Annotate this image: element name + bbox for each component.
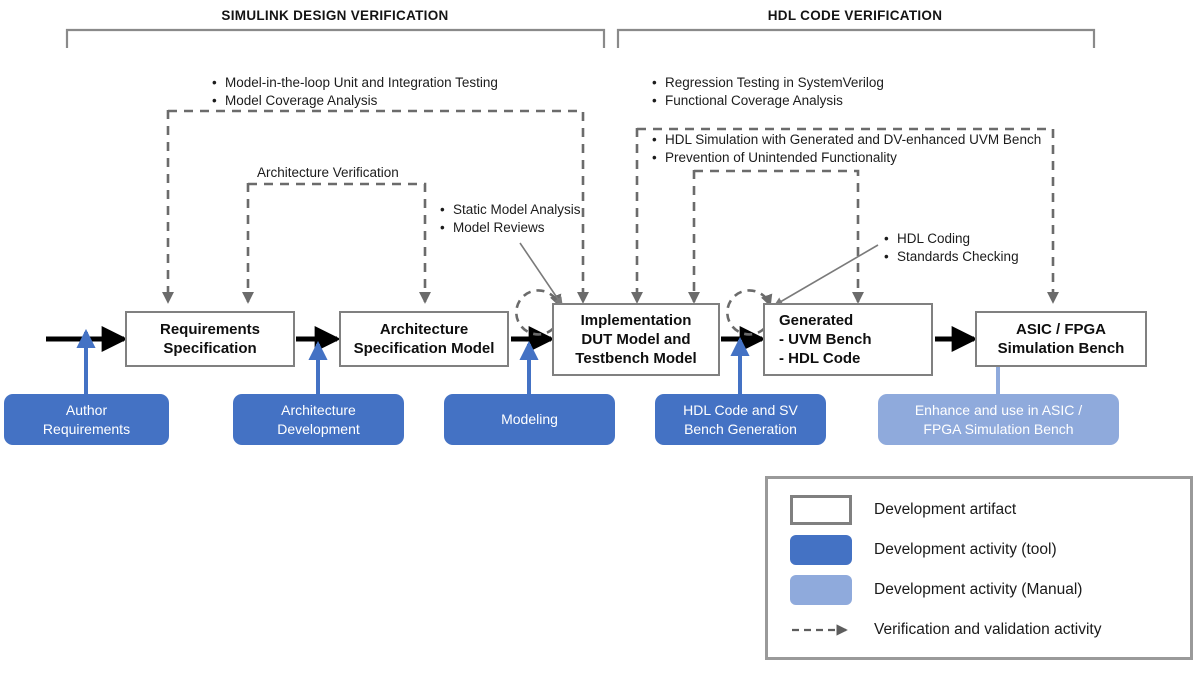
activity-author-requirements[interactable]: Author Requirements — [4, 394, 169, 445]
legend-swatch-artifact-box — [790, 495, 852, 525]
artifact-requirements-specification[interactable]: Requirements Specification — [125, 311, 295, 367]
legend-row-development-activity-tool: Development activity (tool) — [790, 535, 1057, 565]
artifact-line: ASIC / FPGA — [1015, 321, 1106, 338]
activity-enhance-and-use-in-asic-fpga[interactable]: Enhance and use in ASIC / FPGA Simulatio… — [878, 394, 1119, 445]
artifact-generated[interactable]: Generated - UVM Bench - HDL Code — [763, 303, 933, 376]
leader-hdl-coding — [773, 244, 879, 306]
activity-line: Bench Generation — [684, 420, 797, 437]
legend-row-verification-activity: Verification and validation activity — [790, 615, 1101, 645]
artifact-line: Implementation — [580, 312, 692, 329]
dashed-arrow-icon — [792, 624, 848, 636]
activity-line: HDL Code and SV — [683, 401, 798, 418]
legend-row-development-artifact: Development artifact — [790, 495, 1016, 525]
artifact-line: Specification — [163, 340, 257, 357]
dashed-hdl-simulation-spine — [694, 169, 864, 304]
leader-static-model-analysis — [519, 242, 563, 307]
activity-line: Enhance and use in ASIC / — [914, 401, 1083, 418]
annotation-hdl-coding: HDL Coding Standards Checking — [884, 230, 1019, 266]
artifact-line: Generated — [779, 312, 854, 329]
artifact-line: Testbench Model — [575, 350, 697, 367]
artifact-line: - UVM Bench — [779, 331, 872, 348]
legend-label: Development artifact — [874, 501, 1017, 518]
annotation-hdl-simulation: HDL Simulation with Generated and DV-enh… — [652, 131, 1041, 167]
activity-line: Requirements — [42, 420, 131, 437]
annotation-item: Regression Testing in SystemVerilog — [652, 74, 884, 92]
phase-title-simulink-design-verification: SIMULINK DESIGN VERIFICATION — [221, 8, 449, 23]
annotation-item: HDL Coding — [884, 230, 1019, 248]
activity-line: FPGA Simulation Bench — [923, 420, 1074, 437]
legend-swatch-pill-manual — [790, 575, 852, 605]
artifact-asic-fpga-simulation-bench[interactable]: ASIC / FPGA Simulation Bench — [975, 311, 1147, 367]
annotation-regression-testing: Regression Testing in SystemVerilog Func… — [652, 74, 884, 110]
dashed-architecture-verification-spine — [248, 182, 431, 304]
artifact-architecture-specification-model[interactable]: Architecture Specification Model — [339, 311, 509, 367]
annotation-item: Model Reviews — [440, 219, 581, 237]
phase-title-hdl-code-verification: HDL CODE VERIFICATION — [767, 8, 943, 23]
annotation-item: Static Model Analysis — [440, 201, 581, 219]
legend-swatch-dashed-arrow — [790, 615, 852, 645]
artifact-line: Simulation Bench — [997, 340, 1125, 357]
activity-line: Architecture — [281, 401, 356, 418]
annotation-model-in-the-loop: Model-in-the-loop Unit and Integration T… — [212, 74, 498, 110]
annotation-item: Model-in-the-loop Unit and Integration T… — [212, 74, 498, 92]
artifact-line: Specification Model — [353, 340, 495, 357]
legend-row-development-activity-manual: Development activity (Manual) — [790, 575, 1082, 605]
annotation-item: HDL Simulation with Generated and DV-enh… — [652, 131, 1041, 149]
artifact-line: DUT Model and — [581, 331, 691, 348]
activity-line: Development — [277, 420, 360, 437]
artifact-line: Requirements — [159, 321, 261, 338]
annotation-item: Standards Checking — [884, 248, 1019, 266]
legend-label: Development activity (tool) — [874, 541, 1057, 558]
legend-panel: Development artifact Development activit… — [765, 476, 1193, 660]
artifact-line: Architecture — [379, 321, 469, 338]
legend-swatch-pill-tool — [790, 535, 852, 565]
annotation-item: Functional Coverage Analysis — [652, 92, 884, 110]
activity-hdl-code-sv-bench-generation[interactable]: HDL Code and SV Bench Generation — [655, 394, 826, 445]
annotation-architecture-verification: Architecture Verification — [257, 164, 399, 182]
bracket-hdl-code-verification — [616, 28, 1096, 48]
annotation-static-model-analysis: Static Model Analysis Model Reviews — [440, 201, 581, 237]
activity-line: Modeling — [501, 411, 558, 427]
legend-label: Development activity (Manual) — [874, 581, 1083, 598]
artifact-implementation-dut-model[interactable]: Implementation DUT Model and Testbench M… — [552, 303, 720, 376]
annotation-item: Architecture Verification — [257, 165, 399, 180]
activity-modeling[interactable]: Modeling — [444, 394, 615, 445]
annotation-item: Model Coverage Analysis — [212, 92, 498, 110]
activity-architecture-development[interactable]: Architecture Development — [233, 394, 404, 445]
activity-line: Author — [65, 401, 108, 418]
legend-label: Verification and validation activity — [874, 621, 1102, 638]
artifact-line: - HDL Code — [779, 350, 861, 367]
bracket-simulink-design-verification — [65, 28, 606, 48]
annotation-item: Prevention of Unintended Functionality — [652, 149, 1041, 167]
